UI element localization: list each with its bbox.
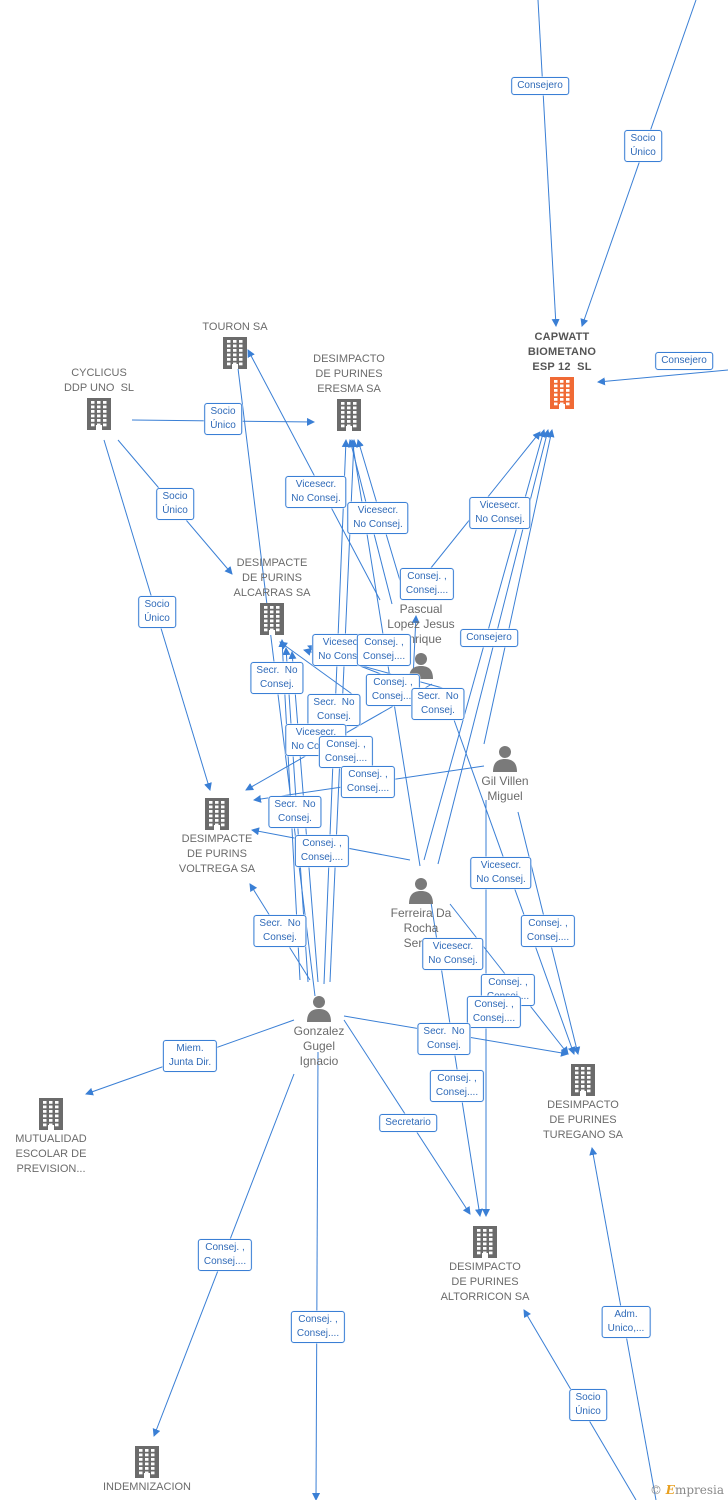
person-name: Gil Villen Miguel	[481, 774, 529, 803]
company-name: DESIMPACTE DE PURINS VOLTREGA SA	[178, 833, 256, 875]
person-name: Ferreira Da Rocha Sergio	[390, 906, 452, 950]
company-name: CAPWATT BIOMETANO ESP 12 SL	[527, 331, 597, 373]
relation-badge[interactable]: Consej. , Consej....	[340, 766, 396, 798]
relation-badge[interactable]: Adm. Unico,...	[601, 1306, 651, 1338]
company-altorricon[interactable]: DESIMPACTO DE PURINES ALTORRICON SA	[420, 1224, 550, 1305]
building-icon	[205, 798, 229, 830]
building-icon	[39, 1098, 63, 1130]
relation-badge[interactable]: Socio Único	[204, 403, 242, 435]
relation-badge[interactable]: Consej. , Consej....	[466, 996, 522, 1028]
company-mutualidad[interactable]: MUTUALIDAD ESCOLAR DE PREVISION...	[0, 1096, 116, 1177]
relation-badge[interactable]: Socio Único	[624, 130, 662, 162]
company-name: DESIMPACTO DE PURINES ERESMA SA	[313, 353, 385, 395]
relation-badge[interactable]: Secr. No Consej.	[307, 694, 361, 726]
building-icon	[260, 603, 284, 635]
edge-line	[537, 0, 560, 327]
company-name: MUTUALIDAD ESCOLAR DE PREVISION...	[15, 1133, 87, 1175]
company-alcarras[interactable]: DESIMPACTE DE PURINS ALCARRAS SA	[207, 556, 337, 637]
relation-badge[interactable]: Secr. No Consej.	[253, 915, 307, 947]
relation-badge[interactable]: Miem. Junta Dir.	[162, 1040, 218, 1072]
company-name: CYCLICUS DDP UNO SL	[63, 367, 135, 394]
company-voltrega[interactable]: DESIMPACTE DE PURINS VOLTREGA SA	[152, 796, 282, 877]
company-touron[interactable]: TOURON SA	[170, 320, 300, 371]
relation-badge[interactable]: Consej. , Consej....	[356, 634, 412, 666]
person-name: Gonzalez Gugel Ignacio	[293, 1024, 345, 1068]
person-icon	[409, 878, 433, 904]
person-icon	[493, 746, 517, 772]
relation-badge[interactable]: Secr. No Consej.	[250, 662, 304, 694]
relation-badge[interactable]: Vicesecr. No Consej.	[347, 502, 409, 534]
company-name: DESIMPACTE DE PURINS ALCARRAS SA	[233, 557, 311, 599]
relation-badge[interactable]: Consej. , Consej....	[399, 568, 455, 600]
person-gil[interactable]: Gil Villen Miguel	[440, 744, 570, 804]
relation-badge[interactable]: Consej. , Consej....	[290, 1311, 346, 1343]
building-icon	[223, 337, 247, 369]
relation-badge[interactable]: Socio Único	[569, 1389, 607, 1421]
relation-badge[interactable]: Secretario	[379, 1114, 437, 1132]
company-name: INDEMNIZACION	[103, 1481, 191, 1493]
person-gonzalez[interactable]: Gonzalez Gugel Ignacio	[254, 994, 384, 1069]
building-icon	[550, 377, 574, 409]
building-icon	[571, 1064, 595, 1096]
relation-badge[interactable]: Vicesecr. No Consej.	[285, 476, 347, 508]
relation-badge[interactable]: Secr. No Consej.	[268, 796, 322, 828]
relation-badge[interactable]: Consejero	[511, 77, 569, 95]
relation-badge[interactable]: Consej. , Consej....	[365, 674, 421, 706]
relation-badge[interactable]: Consej. , Consej....	[520, 915, 576, 947]
building-icon	[473, 1226, 497, 1258]
building-icon	[87, 398, 111, 430]
relation-badge[interactable]: Vicesecr. No Consej.	[470, 857, 532, 889]
relation-badge[interactable]: Consejero	[460, 629, 518, 647]
relation-badge[interactable]: Socio Único	[138, 596, 176, 628]
company-eresma[interactable]: DESIMPACTO DE PURINES ERESMA SA	[284, 352, 414, 433]
relation-badge[interactable]: Consej. , Consej....	[294, 835, 350, 867]
relation-badge[interactable]: Vicesecr. No Consej.	[422, 938, 484, 970]
company-name: DESIMPACTO DE PURINES ALTORRICON SA	[440, 1261, 530, 1303]
relation-badge[interactable]: Vicesecr. No Consej.	[469, 497, 531, 529]
edge-line	[483, 429, 555, 745]
relation-badge[interactable]: Consejero	[655, 352, 713, 370]
relation-badge[interactable]: Consej. , Consej....	[197, 1239, 253, 1271]
empresia-logo: © Empresia	[650, 1483, 724, 1497]
relation-badge[interactable]: Consej. , Consej....	[429, 1070, 485, 1102]
edge-line	[312, 1051, 321, 1500]
company-capwatt[interactable]: CAPWATT BIOMETANO ESP 12 SL	[497, 330, 627, 411]
relation-badge[interactable]: Consej. , Consej....	[318, 736, 374, 768]
company-turegano[interactable]: DESIMPACTO DE PURINES TUREGANO SA	[518, 1062, 648, 1143]
relation-badge[interactable]: Socio Único	[156, 488, 194, 520]
copyright-symbol: ©	[649, 1483, 662, 1497]
company-indemnizacion[interactable]: INDEMNIZACION	[82, 1444, 212, 1495]
person-ferreira[interactable]: Ferreira Da Rocha Sergio	[356, 876, 486, 951]
brand-name: mpresia	[674, 1483, 724, 1497]
company-cyclicus[interactable]: CYCLICUS DDP UNO SL	[34, 366, 164, 432]
company-name: DESIMPACTO DE PURINES TUREGANO SA	[542, 1099, 624, 1141]
building-icon	[135, 1446, 159, 1478]
person-icon	[307, 996, 331, 1022]
relation-badge[interactable]: Secr. No Consej.	[411, 688, 465, 720]
edge-line	[580, 0, 697, 327]
relation-badge[interactable]: Secr. No Consej.	[417, 1023, 471, 1055]
building-icon	[337, 399, 361, 431]
brand-initial: E	[665, 1483, 675, 1497]
person-name: Pascual Lopez Jesus Enrique	[387, 602, 455, 646]
company-name: TOURON SA	[202, 321, 268, 333]
